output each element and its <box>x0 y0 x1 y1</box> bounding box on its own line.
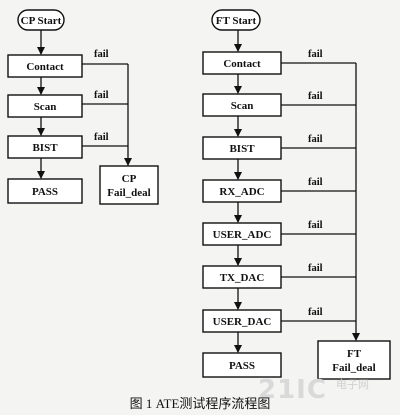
ft-fail-deal-box: FT Fail_deal <box>317 340 391 380</box>
ft-start-label: FT Start <box>216 15 257 27</box>
watermark-sub-text: 电子网 <box>336 378 369 391</box>
cp-start-label: CP Start <box>21 15 62 27</box>
ft-step-user-adc-label: USER_ADC <box>213 229 272 241</box>
cp-step-scan: Scan <box>7 94 83 118</box>
cp-step-contact-label: Contact <box>26 61 64 73</box>
ft-step-scan: Scan <box>202 93 282 117</box>
ft-step-pass-label: PASS <box>229 360 255 372</box>
ft-step-rx-adc-label: RX_ADC <box>219 186 264 198</box>
ft-step-pass: PASS <box>202 352 282 378</box>
watermark-logo: 21IC 电子网 <box>258 375 369 405</box>
ft-step-tx-dac: TX_DAC <box>202 265 282 289</box>
ft-step-rx-adc: RX_ADC <box>202 179 282 203</box>
ft-step-bist-label: BIST <box>229 143 255 155</box>
ft-fail-label-tx-dac: fail <box>308 263 323 274</box>
ft-step-user-adc: USER_ADC <box>202 222 282 246</box>
ft-fail-label-user-adc: fail <box>308 220 323 231</box>
cp-start-node: CP Start <box>17 9 65 31</box>
cp-fail-label-contact: fail <box>94 49 109 60</box>
cp-fail-deal-label-2: Fail_deal <box>107 187 150 199</box>
ft-step-contact-label: Contact <box>223 58 261 70</box>
cp-step-pass-label: PASS <box>32 186 58 198</box>
ft-fail-deal-label-1: FT <box>347 348 362 360</box>
ft-fail-label-bist: fail <box>308 134 323 145</box>
ft-step-user-dac: USER_DAC <box>202 309 282 333</box>
ft-fail-label-rx-adc: fail <box>308 177 323 188</box>
ft-fail-label-contact: fail <box>308 49 323 60</box>
figure-caption: 图 1 ATE测试程序流程图 <box>130 396 271 411</box>
ft-start-node: FT Start <box>211 9 261 31</box>
cp-fail-deal-label-1: CP <box>122 173 137 185</box>
ft-fail-deal-label-2: Fail_deal <box>332 362 375 374</box>
cp-step-bist-label: BIST <box>32 142 58 154</box>
cp-step-scan-label: Scan <box>34 101 57 113</box>
cp-step-contact: Contact <box>7 54 83 78</box>
ft-fail-label-user-dac: fail <box>308 307 323 318</box>
ft-step-bist: BIST <box>202 136 282 160</box>
ft-step-user-dac-label: USER_DAC <box>213 316 272 328</box>
ft-step-tx-dac-label: TX_DAC <box>220 272 265 284</box>
cp-step-pass: PASS <box>7 178 83 204</box>
watermark-logo-text: 21IC <box>258 375 327 405</box>
cp-fail-label-bist: fail <box>94 132 109 143</box>
ft-fail-label-scan: fail <box>308 91 323 102</box>
cp-fail-label-scan: fail <box>94 90 109 101</box>
ft-step-contact: Contact <box>202 51 282 75</box>
ft-step-scan-label: Scan <box>231 100 254 112</box>
cp-step-bist: BIST <box>7 135 83 159</box>
cp-fail-deal-box: CP Fail_deal <box>99 165 159 205</box>
